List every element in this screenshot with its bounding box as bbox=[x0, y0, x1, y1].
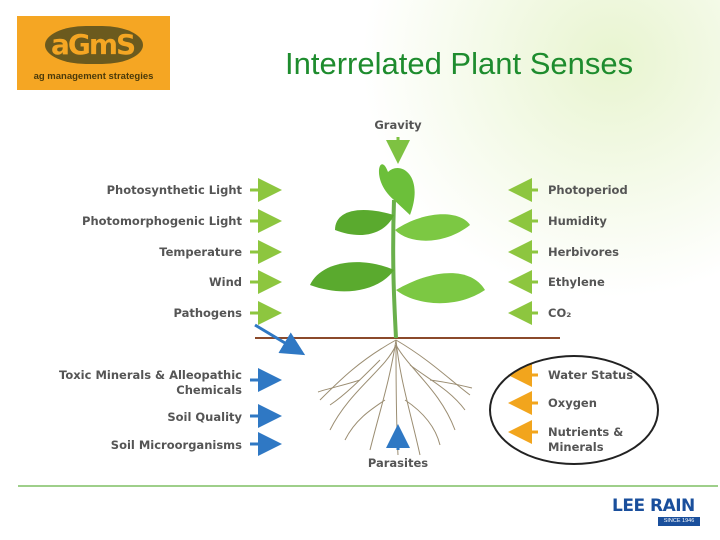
label-gravity: Gravity bbox=[374, 118, 422, 132]
label-wind: Wind bbox=[208, 275, 242, 289]
label-water-status: Water Status bbox=[548, 368, 634, 382]
brand-name: LEE RAIN bbox=[612, 496, 695, 516]
label-photoperiod: Photoperiod bbox=[548, 183, 628, 197]
label-nutrients-minerals: Nutrients & Minerals bbox=[548, 425, 624, 454]
label-co2: CO₂ bbox=[548, 306, 572, 320]
logo-tagline: ag management strategies bbox=[33, 71, 154, 82]
footer-divider bbox=[18, 485, 718, 487]
label-humidity: Humidity bbox=[548, 214, 607, 228]
logo-mark bbox=[45, 26, 143, 64]
plant-leaves bbox=[310, 164, 485, 304]
label-pathogens: Pathogens bbox=[173, 306, 242, 320]
logo-letters: aGmS bbox=[51, 28, 136, 61]
left-below-arrows bbox=[250, 368, 282, 456]
label-soil-microorganisms: Soil Microorganisms bbox=[110, 438, 242, 452]
label-oxygen: Oxygen bbox=[548, 396, 597, 410]
left-above-arrows bbox=[250, 178, 282, 325]
plant-roots bbox=[317, 339, 473, 456]
background-glow bbox=[360, 0, 720, 300]
label-toxic-minerals: Toxic Minerals & Alleopathic Chemicals bbox=[59, 368, 242, 397]
plant-stem bbox=[391, 199, 398, 339]
label-photosynthetic-light: Photosynthetic Light bbox=[106, 183, 242, 197]
ams-logo: aGmS ag management strategies bbox=[17, 16, 170, 90]
right-below-arrows bbox=[508, 363, 538, 444]
page-title: Interrelated Plant Senses bbox=[285, 46, 634, 81]
label-ethylene: Ethylene bbox=[548, 275, 605, 289]
label-herbivores: Herbivores bbox=[548, 245, 619, 259]
brand-tagline: SINCE 1946 bbox=[658, 517, 700, 526]
highlight-oval bbox=[489, 355, 659, 465]
right-above-arrows bbox=[508, 178, 538, 325]
label-soil-quality: Soil Quality bbox=[167, 410, 242, 424]
label-photomorphogenic-light: Photomorphogenic Light bbox=[82, 214, 242, 228]
lee-rain-logo: LEE RAIN SINCE 1946 bbox=[612, 496, 704, 530]
pathogens-diagonal-arrow bbox=[254, 323, 306, 356]
label-parasites: Parasites bbox=[367, 456, 429, 470]
label-temperature: Temperature bbox=[159, 245, 242, 259]
